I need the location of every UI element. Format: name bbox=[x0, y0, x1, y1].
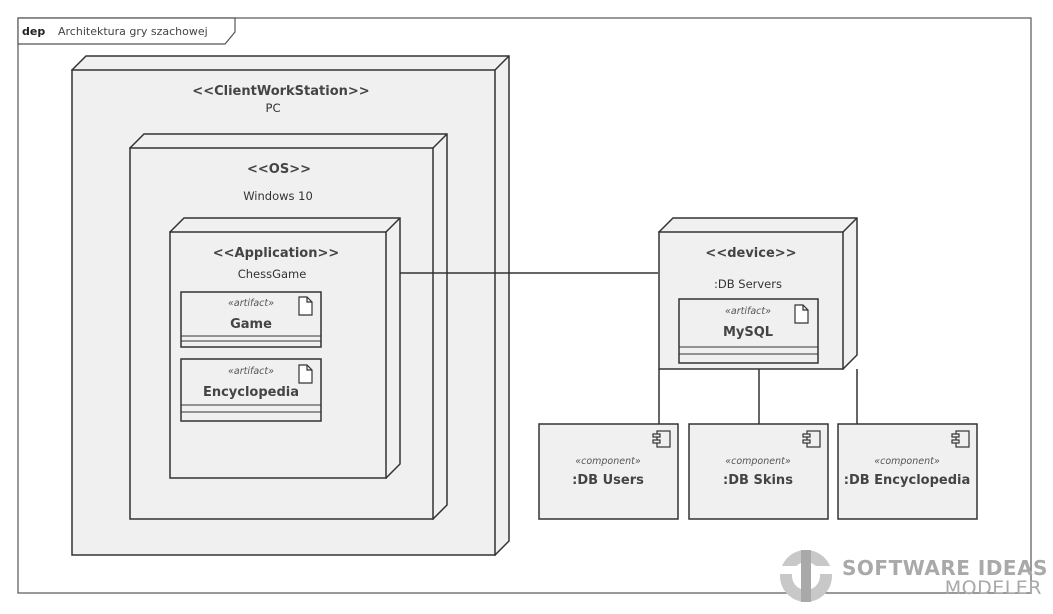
encyclopedia-stereotype: «artifact» bbox=[228, 366, 274, 377]
node-application[interactable]: <<Application>> ChessGame bbox=[168, 217, 401, 480]
watermark-line1: SOFTWARE IDEAS bbox=[842, 556, 1048, 580]
skins-name: :DB Skins bbox=[723, 473, 793, 488]
component-icon bbox=[652, 430, 671, 448]
component-db-encyclopedia[interactable]: «component» :DB Encyclopedia bbox=[837, 423, 978, 520]
workstation-stereotype: <<ClientWorkStation>> bbox=[192, 84, 369, 99]
os-stereotype: <<OS>> bbox=[247, 162, 311, 177]
users-name: :DB Users bbox=[572, 473, 644, 488]
artifact-mysql[interactable]: «artifact» MySQL bbox=[678, 298, 819, 364]
document-icon bbox=[298, 364, 313, 384]
artifact-encyclopedia[interactable]: «artifact» Encyclopedia bbox=[180, 358, 322, 422]
frame-keyword: dep bbox=[22, 25, 45, 38]
os-name: Windows 10 bbox=[243, 189, 313, 203]
device-stereotype: <<device>> bbox=[705, 246, 796, 261]
db-encyclopedia-stereotype: «component» bbox=[874, 456, 940, 467]
component-db-skins[interactable]: «component» :DB Skins bbox=[688, 423, 829, 520]
mysql-stereotype: «artifact» bbox=[725, 306, 771, 317]
skins-stereotype: «component» bbox=[725, 456, 791, 467]
component-db-users[interactable]: «component» :DB Users bbox=[538, 423, 679, 520]
application-name: ChessGame bbox=[238, 267, 307, 281]
game-name: Game bbox=[230, 317, 272, 332]
document-icon bbox=[298, 296, 313, 316]
workstation-name: PC bbox=[266, 101, 281, 115]
application-stereotype: <<Application>> bbox=[213, 246, 340, 261]
component-icon bbox=[951, 430, 970, 448]
artifact-game[interactable]: «artifact» Game bbox=[180, 291, 322, 348]
mysql-name: MySQL bbox=[723, 325, 773, 340]
watermark-logo-icon bbox=[780, 550, 832, 602]
component-icon bbox=[802, 430, 821, 448]
users-stereotype: «component» bbox=[575, 456, 641, 467]
document-icon bbox=[794, 304, 809, 324]
encyclopedia-name: Encyclopedia bbox=[203, 385, 299, 400]
frame-tab bbox=[17, 17, 236, 45]
frame-title: Architektura gry szachowej bbox=[58, 25, 208, 38]
device-name: :DB Servers bbox=[714, 277, 782, 291]
watermark: SOFTWARE IDEAS MODELER bbox=[780, 550, 1048, 602]
game-stereotype: «artifact» bbox=[228, 298, 274, 309]
watermark-line2: MODELER bbox=[945, 577, 1042, 599]
db-encyclopedia-name: :DB Encyclopedia bbox=[844, 473, 971, 488]
